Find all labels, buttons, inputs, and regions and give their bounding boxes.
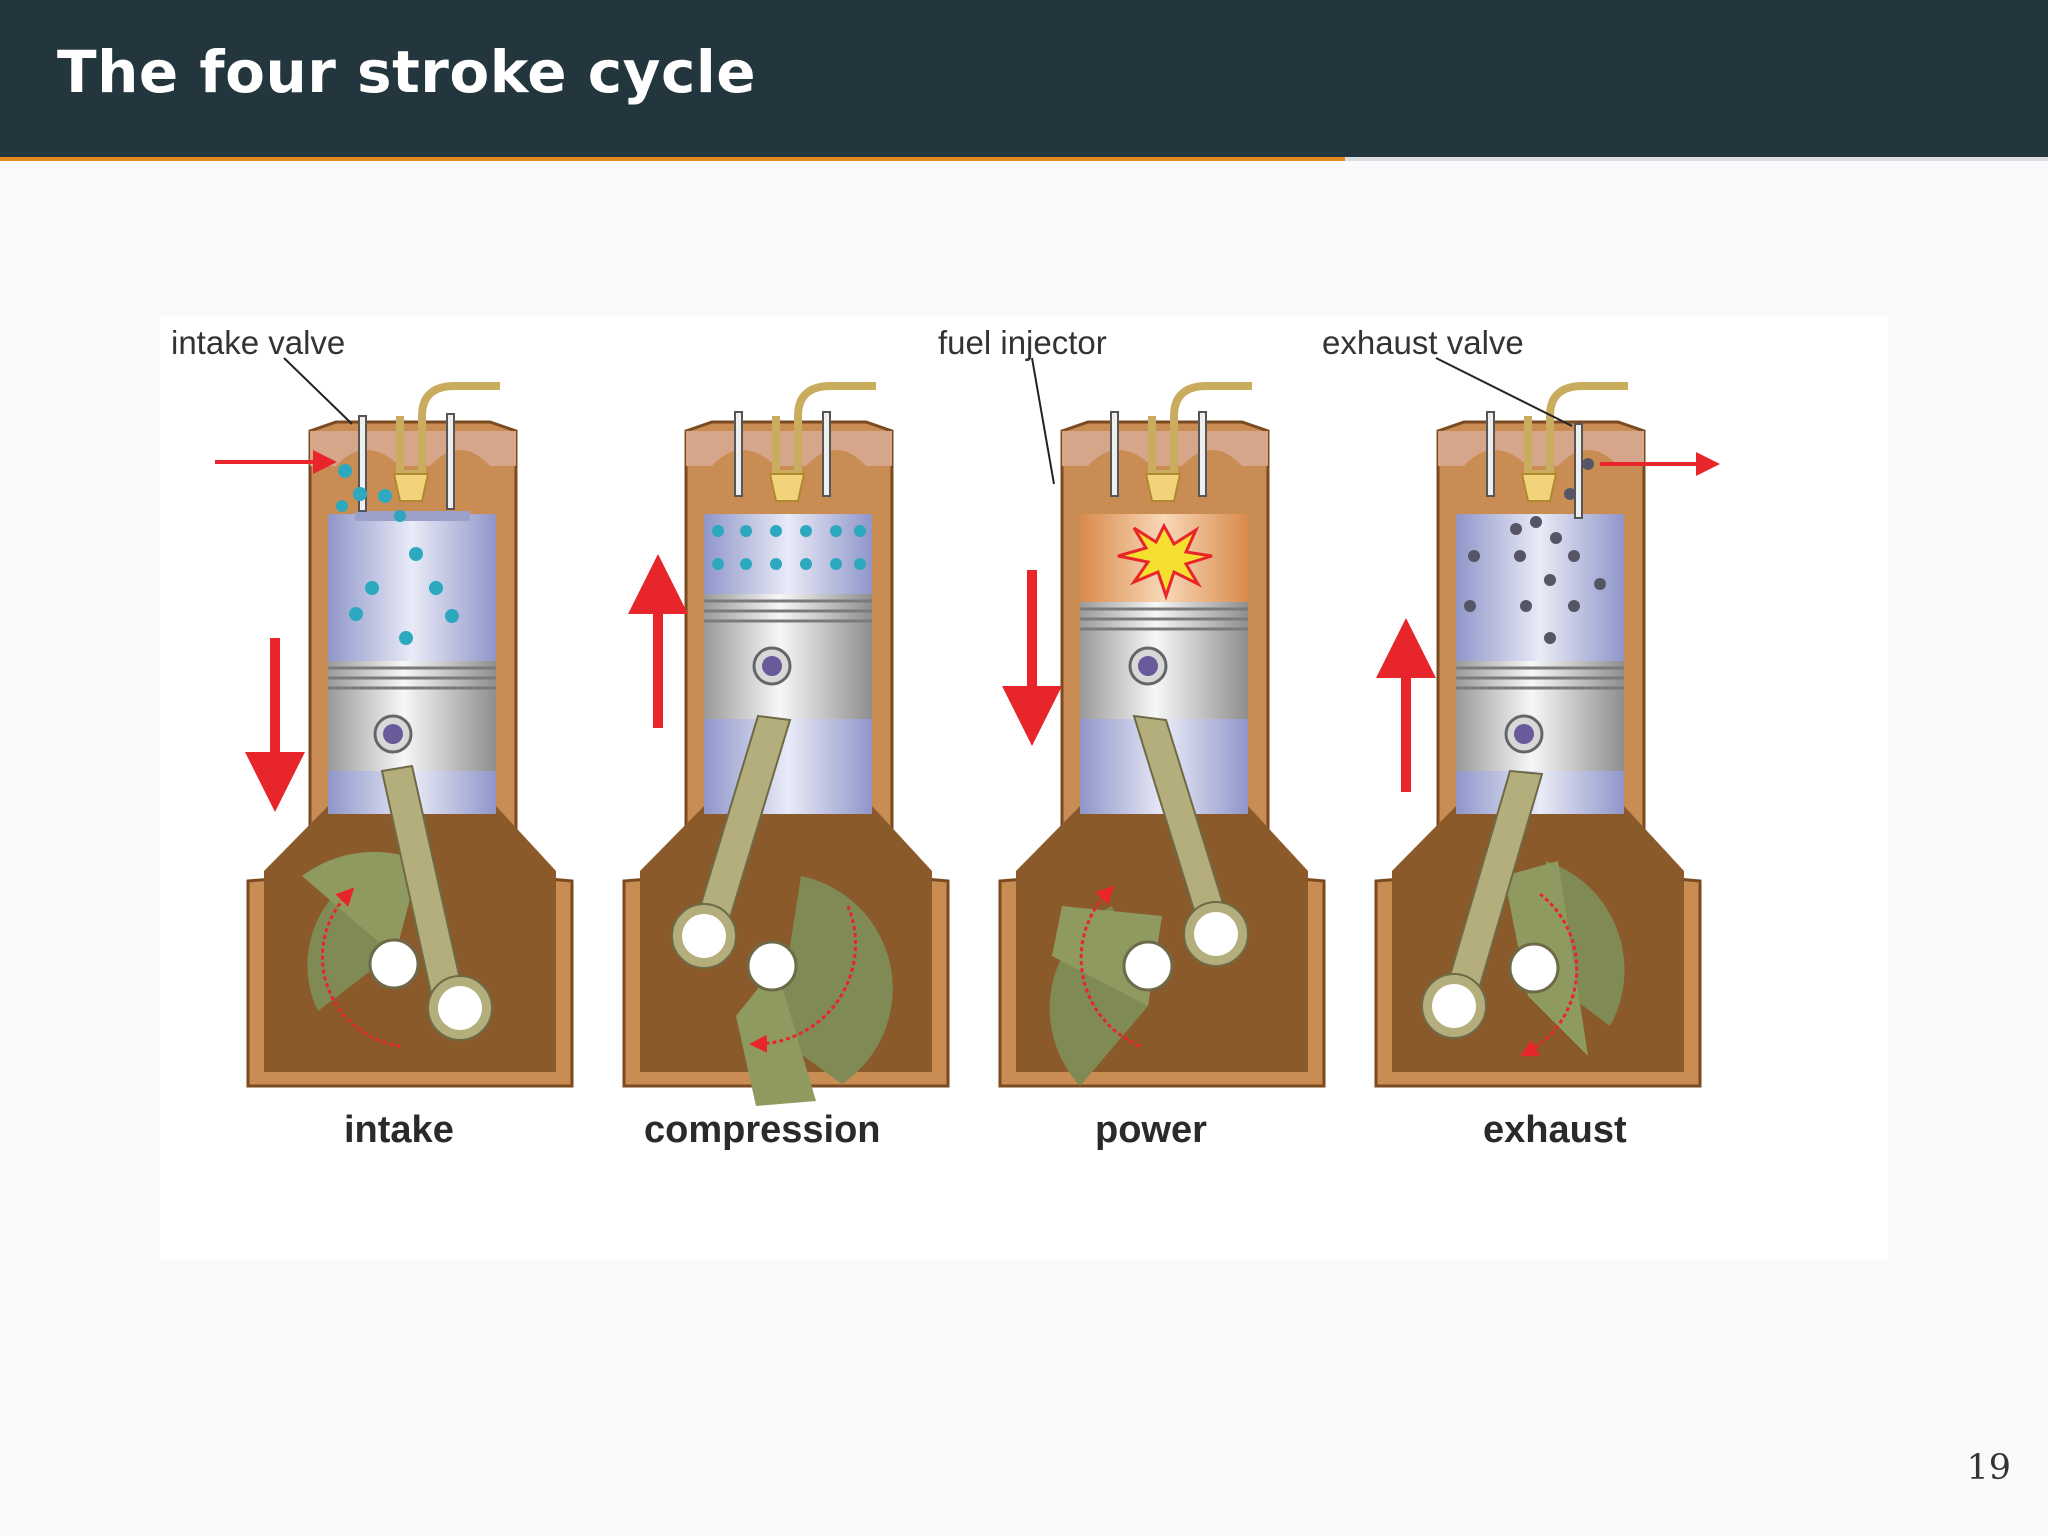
stroke-label-compression: compression: [644, 1109, 881, 1151]
header-accent-rule: [0, 157, 1345, 161]
engine-exhaust: exhaust valve exhaust: [1322, 324, 1720, 1151]
page-number: 19: [1966, 1448, 2011, 1488]
four-stroke-diagram-svg: intake valve intake: [171, 324, 1720, 1151]
slide-title: The four stroke cycle: [57, 38, 757, 106]
engine-intake: intake valve intake: [171, 324, 574, 1151]
exhaust-valve-label: exhaust valve: [1322, 324, 1524, 361]
intake-valve-label: intake valve: [171, 324, 345, 361]
engine-power: fuel injector power: [938, 324, 1326, 1151]
stroke-label-exhaust: exhaust: [1483, 1109, 1627, 1151]
engine-compression: compression: [622, 382, 950, 1151]
stroke-label-intake: intake: [344, 1109, 454, 1151]
slide-header: The four stroke cycle: [0, 0, 2048, 157]
header-rule-remainder: [1345, 157, 2048, 161]
four-stroke-diagram: intake valve intake: [160, 316, 1888, 1260]
stroke-label-power: power: [1095, 1109, 1207, 1151]
fuel-injector-label: fuel injector: [938, 324, 1107, 361]
